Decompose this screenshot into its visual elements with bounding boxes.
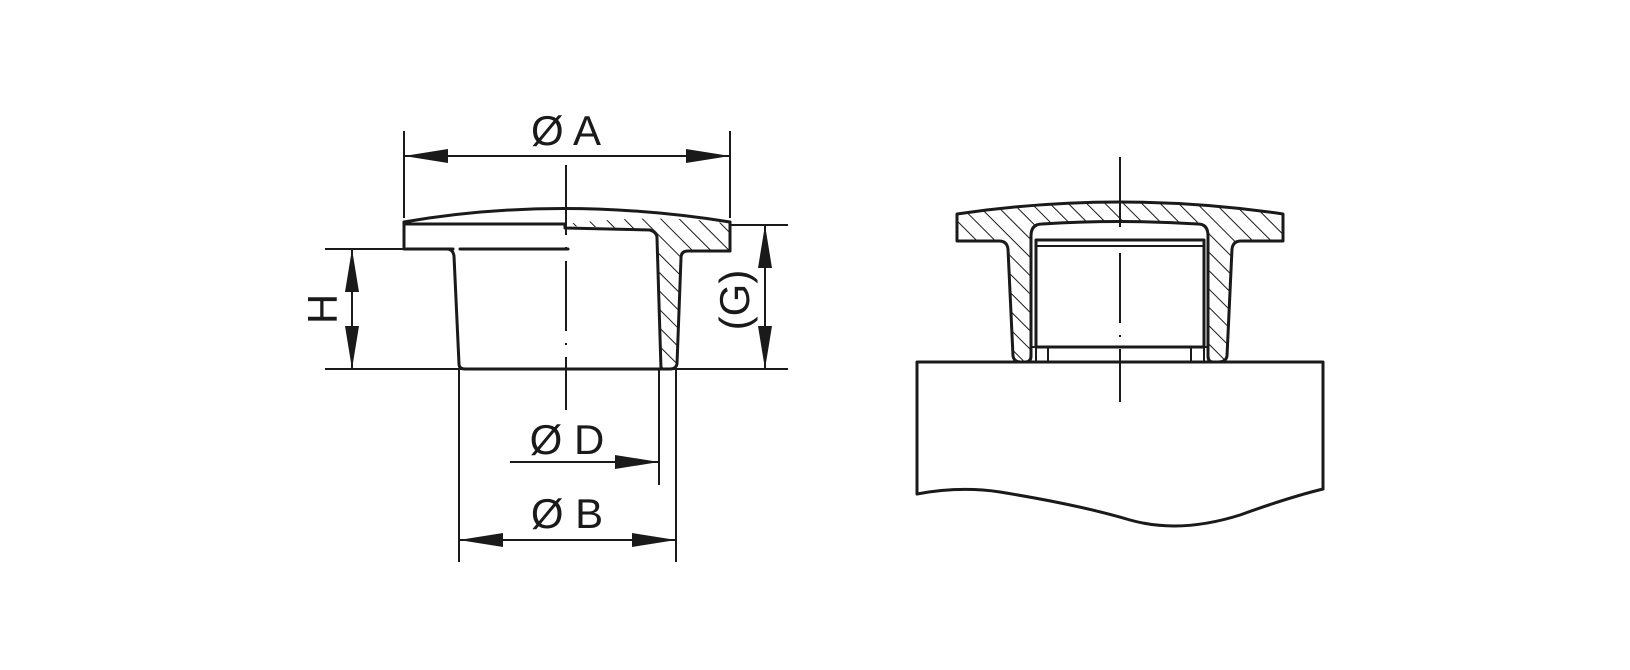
cap-body-right-inner	[655, 236, 663, 371]
installed-cap-view	[915, 157, 1325, 528]
label-g: (G)	[711, 270, 758, 331]
label-dia-d: Ø D	[530, 416, 605, 463]
workpiece-outline	[915, 360, 1325, 496]
cap-flange-right	[679, 220, 732, 260]
arrow-a-right	[686, 149, 730, 163]
section-hatch-area	[565, 218, 730, 369]
installed-feet-left	[1031, 346, 1049, 362]
arrow-h-bottom	[345, 326, 359, 369]
arrow-h-top	[345, 249, 359, 292]
arrow-g-bottom	[758, 326, 772, 369]
label-height: H	[299, 294, 346, 324]
cap-flange-left	[402, 220, 455, 251]
label-dia-a: Ø A	[531, 107, 601, 154]
cap-body-left-wall	[445, 247, 662, 371]
label-dia-b: Ø B	[531, 490, 603, 537]
cap-section-view: Ø A H (G) Ø D Ø B	[299, 107, 788, 562]
installed-cap-cavity	[1031, 221, 1208, 249]
arrow-a-left	[404, 149, 448, 163]
installed-feet-right	[1190, 346, 1208, 362]
arrow-b-right	[632, 533, 676, 547]
arrow-g-top	[758, 225, 772, 268]
workpiece-break-line	[915, 487, 1325, 528]
cap-flange-top	[402, 207, 732, 224]
arrow-d	[615, 455, 659, 469]
arrow-b-left	[459, 533, 503, 547]
